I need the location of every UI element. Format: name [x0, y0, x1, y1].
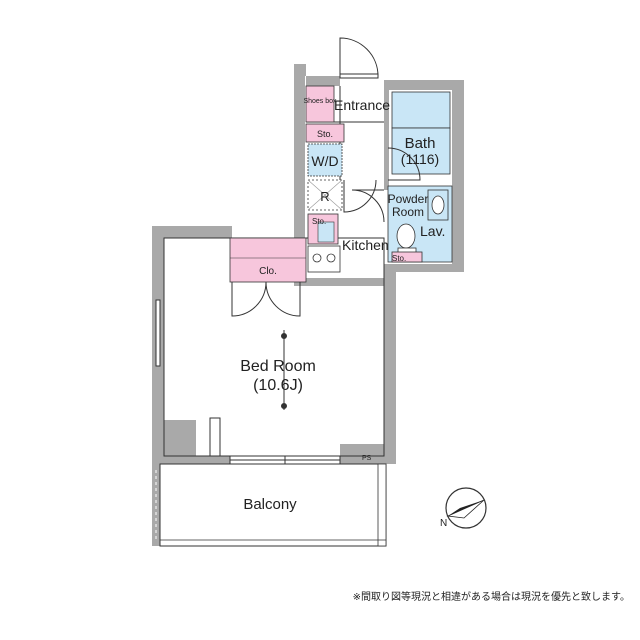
- label-bed-room-size: (10.6J): [253, 377, 303, 394]
- bedroom-top-wall: [152, 226, 232, 238]
- entrance-door: [339, 37, 379, 77]
- footnote: ※間取り図等現況と相違がある場合は現況を優先と致します。: [352, 592, 630, 603]
- closet: [229, 237, 307, 283]
- balcony-area: [152, 463, 387, 547]
- closet-door-left: [231, 281, 267, 317]
- label-ps: PS: [362, 455, 372, 462]
- shoes-box: [305, 85, 335, 123]
- compass-north-icon: N: [440, 487, 487, 529]
- fixtures: [229, 85, 453, 283]
- label-powder-room-1: Powder: [388, 192, 429, 206]
- label-fridge: R: [320, 189, 329, 204]
- washer-dryer: [307, 143, 343, 177]
- bedroom-column: [209, 417, 221, 457]
- label-balcony: Balcony: [243, 496, 297, 513]
- toilet: [396, 223, 416, 249]
- doors: [155, 37, 421, 465]
- label-clo: Clo.: [259, 266, 277, 277]
- label-sto-entrance: Sto.: [317, 129, 333, 139]
- bath-top-wall: [384, 80, 464, 90]
- label-kitchen: Kitchen: [342, 237, 389, 253]
- label-sto-kitchen: Sto.: [312, 217, 326, 226]
- label-lav: Lav.: [420, 223, 445, 239]
- bath-west-wall: [384, 80, 389, 190]
- label-bath-size: (1116): [401, 151, 439, 167]
- kitchen-door: [343, 179, 377, 213]
- core-west-wall: [294, 64, 305, 240]
- label-sto-powder: Sto.: [392, 254, 406, 263]
- sto-entrance: [305, 123, 345, 143]
- bedroom-east-wall: [384, 270, 396, 460]
- label-wd: W/D: [311, 153, 338, 169]
- bath-door: [387, 147, 421, 181]
- closet-door-right: [265, 281, 301, 317]
- balcony-outline: [159, 463, 387, 547]
- label-entrance: Entrance: [334, 97, 390, 113]
- label-bath: Bath: [405, 135, 436, 152]
- ps-box: [340, 444, 384, 458]
- powder-bottom-wall: [384, 264, 464, 272]
- powder-door: [351, 189, 385, 223]
- sto-powder: [391, 251, 423, 263]
- bath-east-wall: [452, 80, 464, 270]
- core-corner: [294, 64, 306, 76]
- bath-tub: [391, 91, 451, 129]
- entrance-top-wall: [306, 76, 340, 86]
- label-powder-room-2: Room: [392, 205, 424, 219]
- label-bed-room: Bed Room: [240, 358, 316, 375]
- svg-text:N: N: [440, 518, 447, 529]
- west-window: [155, 299, 161, 367]
- room-labels: Entrance Shoes box Sto. W/D R Sto. Kitch…: [240, 97, 445, 513]
- label-shoes-box: Shoes box: [303, 98, 337, 105]
- kitchen-bottom-wall: [294, 278, 390, 286]
